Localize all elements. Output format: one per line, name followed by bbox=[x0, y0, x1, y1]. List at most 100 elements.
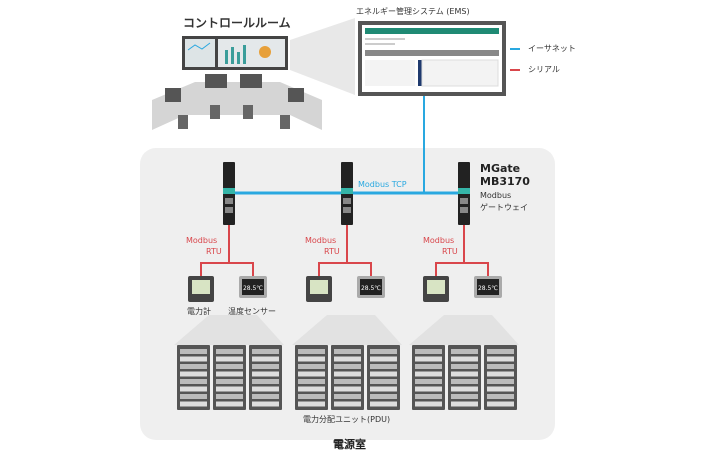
gateway-led-band bbox=[458, 188, 470, 194]
rack-unit bbox=[252, 386, 279, 392]
ems-monitor bbox=[358, 21, 506, 96]
gateway-name-2: MB3170 bbox=[480, 175, 530, 188]
temp-reading: 28.5℃ bbox=[243, 285, 263, 292]
pdu-rack bbox=[177, 345, 210, 410]
rack-unit bbox=[334, 379, 361, 384]
rtu-label-3a: Modbus bbox=[423, 236, 455, 245]
rtu-label-1b: RTU bbox=[206, 247, 222, 256]
rack-unit bbox=[415, 371, 442, 377]
rack-unit bbox=[415, 401, 442, 407]
ethernet-port bbox=[460, 198, 468, 204]
rack-unit bbox=[415, 394, 442, 399]
rack-unit bbox=[216, 386, 243, 392]
temp-sensor-label: 温度センサー bbox=[228, 307, 276, 316]
rack-unit bbox=[370, 356, 397, 362]
power-meter-screen bbox=[192, 280, 210, 294]
ethernet-port bbox=[343, 207, 351, 213]
gateway-group-3: 28.5℃ bbox=[409, 162, 519, 410]
rack-unit bbox=[451, 401, 478, 407]
rack-unit bbox=[370, 371, 397, 377]
rtu-label-1a: Modbus bbox=[186, 236, 218, 245]
pdu-rack bbox=[448, 345, 481, 410]
rack-unit bbox=[216, 356, 243, 362]
pdu-rack bbox=[249, 345, 282, 410]
rtu-label-2b: RTU bbox=[324, 247, 340, 256]
projection bbox=[409, 315, 519, 345]
rack-unit bbox=[180, 401, 207, 407]
rack-unit bbox=[252, 401, 279, 407]
modbus-tcp-label: Modbus TCP bbox=[358, 180, 407, 189]
temp-reading: 28.5℃ bbox=[478, 285, 498, 292]
rack-unit bbox=[252, 394, 279, 399]
control-room-title: コントロールルーム bbox=[183, 16, 291, 30]
desk bbox=[152, 82, 322, 130]
pdu-rack bbox=[367, 345, 400, 410]
rack-unit bbox=[180, 356, 207, 362]
rack-unit bbox=[216, 371, 243, 377]
rack-unit bbox=[298, 349, 325, 354]
gateway-name-1: MGate bbox=[480, 162, 521, 175]
power-meter-label: 電力計 bbox=[187, 307, 211, 316]
temp-sensor-screen bbox=[477, 279, 499, 295]
rack-unit bbox=[451, 356, 478, 362]
rack-unit bbox=[451, 349, 478, 354]
rack-unit bbox=[487, 386, 514, 392]
rack-unit bbox=[298, 394, 325, 399]
rack-unit bbox=[487, 364, 514, 369]
rack-unit bbox=[415, 386, 442, 392]
rack-unit bbox=[252, 371, 279, 377]
rack-unit bbox=[415, 356, 442, 362]
rack-unit bbox=[252, 379, 279, 384]
rack-unit bbox=[370, 364, 397, 369]
rack-unit bbox=[370, 379, 397, 384]
rack-unit bbox=[415, 379, 442, 384]
temp-sensor-screen bbox=[242, 279, 264, 295]
rack-unit bbox=[370, 401, 397, 407]
rack-unit bbox=[216, 349, 243, 354]
rack-unit bbox=[370, 386, 397, 392]
projection bbox=[292, 315, 402, 345]
power-room-label: 電源室 bbox=[333, 438, 366, 451]
rtu-label-3b: RTU bbox=[442, 247, 458, 256]
rack-unit bbox=[298, 401, 325, 407]
gateway-led-band bbox=[223, 188, 235, 194]
projection bbox=[174, 315, 284, 345]
pdu-rack bbox=[412, 345, 445, 410]
rack-unit bbox=[216, 364, 243, 369]
temp-sensor-screen bbox=[360, 279, 382, 295]
rack-unit bbox=[487, 356, 514, 362]
rack-unit bbox=[252, 349, 279, 354]
pdu-rack bbox=[331, 345, 364, 410]
rack-unit bbox=[180, 371, 207, 377]
rack-unit bbox=[451, 364, 478, 369]
rack-unit bbox=[252, 364, 279, 369]
rack-unit bbox=[487, 401, 514, 407]
rack-unit bbox=[334, 356, 361, 362]
rack-unit bbox=[451, 379, 478, 384]
rack-unit bbox=[487, 379, 514, 384]
gateway-led-band bbox=[341, 188, 353, 194]
rack-unit bbox=[180, 386, 207, 392]
rack-unit bbox=[487, 349, 514, 354]
pdu-rack bbox=[484, 345, 517, 410]
rack-unit bbox=[180, 349, 207, 354]
rack-unit bbox=[334, 386, 361, 392]
rack-unit bbox=[415, 364, 442, 369]
power-meter-screen bbox=[310, 280, 328, 294]
rack-unit bbox=[451, 394, 478, 399]
power-meter-screen bbox=[427, 280, 445, 294]
control-room-illustration bbox=[152, 18, 355, 130]
rack-unit bbox=[298, 379, 325, 384]
pdu-label: 電力分配ユニット(PDU) bbox=[303, 415, 391, 424]
rack-unit bbox=[334, 349, 361, 354]
rack-unit bbox=[451, 386, 478, 392]
rack-unit bbox=[216, 394, 243, 399]
temp-reading: 28.5℃ bbox=[361, 285, 381, 292]
rack-unit bbox=[334, 364, 361, 369]
serial-branch bbox=[435, 262, 489, 277]
zoom-projection bbox=[290, 18, 355, 95]
rack-unit bbox=[252, 356, 279, 362]
pdu-rack bbox=[295, 345, 328, 410]
